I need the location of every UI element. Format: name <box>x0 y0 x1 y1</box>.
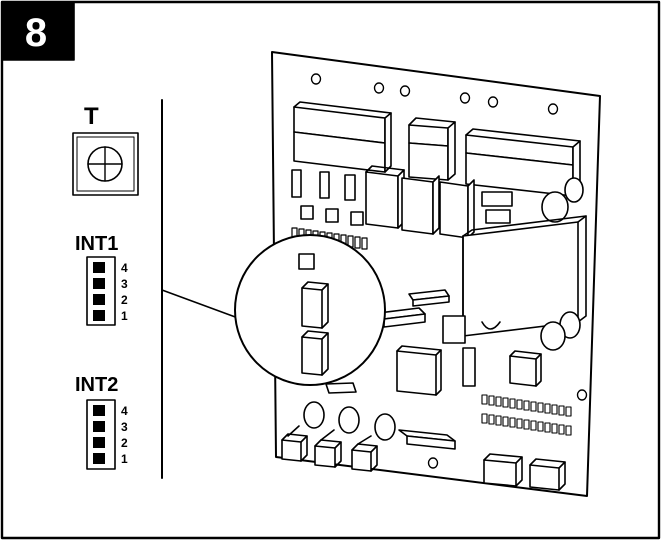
resistor-array-lower <box>481 413 572 436</box>
int1-pin-1: 1 <box>121 309 128 323</box>
trimmer-label: T <box>84 103 99 130</box>
circuit-board <box>234 51 601 497</box>
relay-top-center <box>408 117 456 181</box>
terminal-blocks <box>483 453 566 491</box>
trimmer-icon <box>72 132 139 196</box>
int1-label: INT1 <box>75 233 118 255</box>
flat-components <box>377 289 476 387</box>
ic-chips <box>396 345 542 396</box>
bottom-flat-component <box>398 429 456 450</box>
relay-column-3 <box>439 179 475 239</box>
capacitor-mid-right <box>481 311 581 351</box>
int1-pin-2: 2 <box>121 293 128 307</box>
step-badge: 8 <box>1 1 75 61</box>
int2-pin-4: 4 <box>121 404 128 418</box>
int2-pin-2: 2 <box>121 436 128 450</box>
capacitor-top-right <box>541 177 584 223</box>
int2-pin-1: 1 <box>121 452 128 466</box>
capacitors-bottom-left <box>281 401 396 472</box>
int1-pin-3: 3 <box>121 277 128 291</box>
int1-pin-4: 4 <box>121 261 128 275</box>
resistor-array-upper <box>481 394 572 417</box>
legend: T INT1 4 3 2 1 INT2 4 <box>72 99 163 479</box>
relay-column-1 <box>365 165 405 229</box>
relay-column-2 <box>401 175 440 235</box>
diodes-row <box>291 169 356 201</box>
int2-jumper-icon <box>86 399 116 470</box>
relay-top-left <box>293 101 392 173</box>
relay-top-right <box>465 128 581 197</box>
jumper-callout <box>234 234 386 394</box>
int2-label: INT2 <box>75 374 118 396</box>
callout-leader-line <box>161 289 239 319</box>
int2-pin-3: 3 <box>121 420 128 434</box>
step-number: 8 <box>25 11 47 55</box>
small-components <box>300 191 513 226</box>
mounting-holes <box>310 73 588 469</box>
int1-jumper-icon <box>86 256 116 326</box>
